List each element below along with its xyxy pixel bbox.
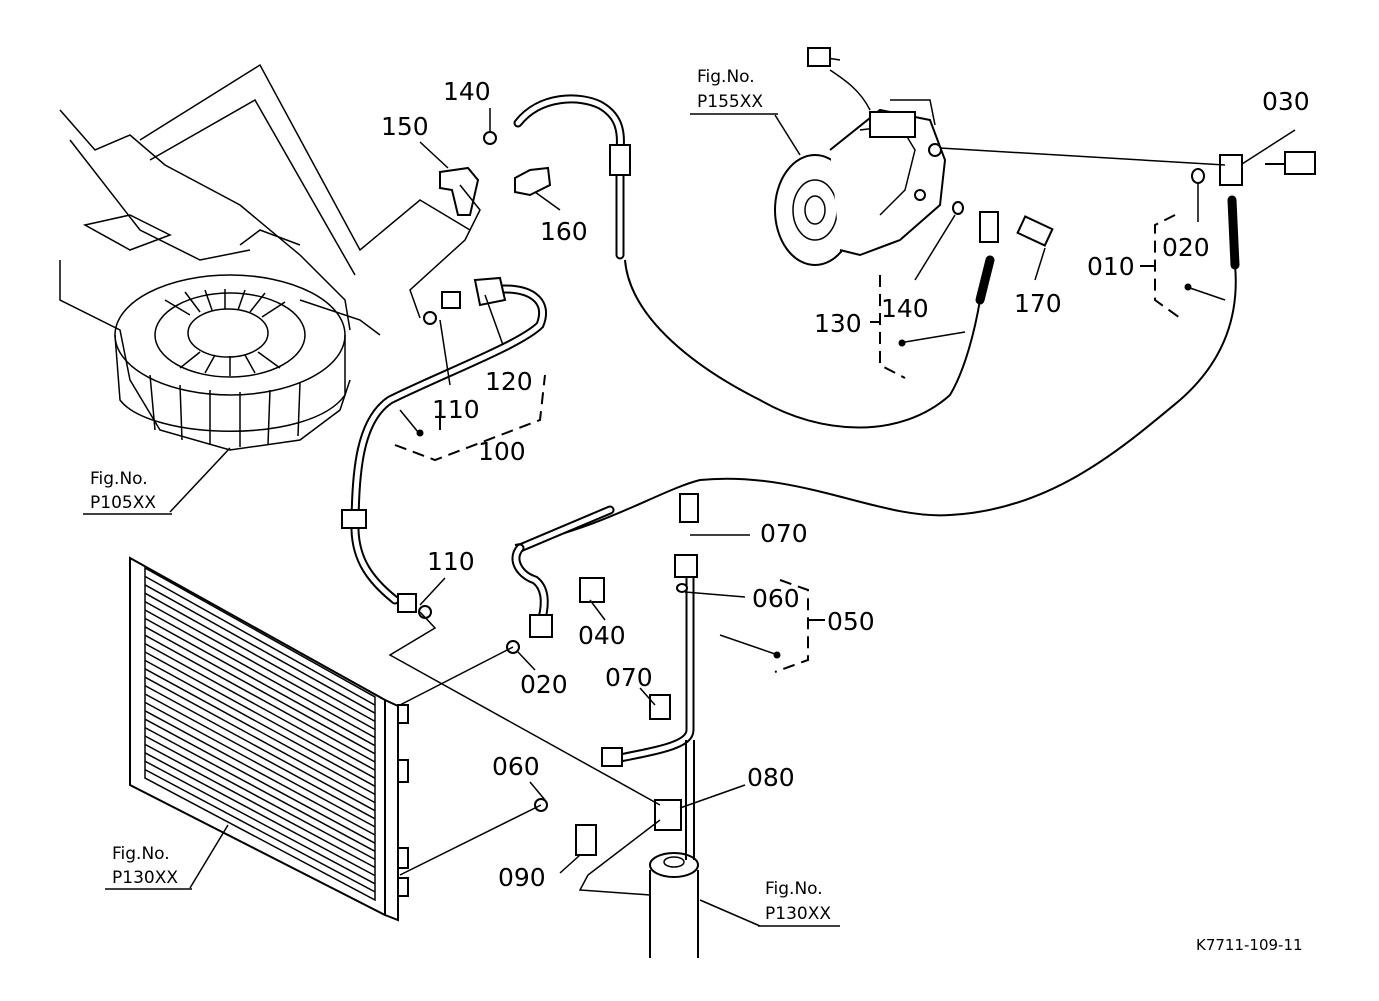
condenser-fin: [144, 617, 376, 747]
condenser-fin: [144, 735, 376, 861]
label-050[interactable]: 050: [827, 607, 875, 636]
label-120[interactable]: 120: [485, 367, 533, 396]
condenser-fin: [144, 626, 376, 755]
o-ring-140-right: [952, 201, 964, 215]
label-060-top[interactable]: 060: [752, 584, 800, 613]
part-160: [514, 166, 552, 197]
o-ring-020-top: [1191, 168, 1205, 184]
condenser-fin: [144, 634, 376, 763]
leader-p105xx: [169, 447, 231, 513]
label-020-top[interactable]: 020: [1162, 233, 1210, 262]
condenser-fin: [144, 768, 376, 893]
condenser-fin: [144, 600, 376, 731]
label-070-mid[interactable]: 070: [605, 663, 653, 692]
condenser: [129, 556, 409, 922]
group-dots: [416, 283, 1192, 659]
part-070-mid: [649, 694, 671, 720]
label-070-top[interactable]: 070: [760, 519, 808, 548]
condenser-fin: [144, 693, 376, 820]
leader-drier-p130xx: [699, 899, 761, 927]
callout-lines: [388, 108, 1296, 896]
figure-ref-p105xx[interactable]: Fig.No. P105XX: [83, 469, 172, 515]
label-060-bottom[interactable]: 060: [492, 752, 540, 781]
svg-text:Fig.No.: Fig.No.: [112, 844, 170, 864]
condenser-fin: [144, 752, 376, 877]
condenser-fin: [144, 575, 376, 706]
svg-text:Fig.No.: Fig.No.: [697, 67, 755, 87]
label-110-bottom[interactable]: 110: [427, 547, 475, 576]
label-040[interactable]: 040: [578, 621, 626, 650]
label-100[interactable]: 100: [478, 437, 526, 466]
pipe-050-liquid-line: [601, 554, 698, 860]
label-010[interactable]: 010: [1087, 252, 1135, 281]
svg-text:Fig.No.: Fig.No.: [90, 469, 148, 489]
condenser-fin: [144, 726, 376, 852]
evaporator-blower-unit: [59, 63, 471, 451]
drawing-code: K7711-109-11: [1196, 936, 1303, 954]
part-070-top: [679, 493, 699, 523]
condenser-fin: [144, 684, 376, 812]
leader-p155xx: [774, 114, 801, 156]
condenser-fin: [144, 701, 376, 828]
label-030[interactable]: 030: [1262, 87, 1310, 116]
part-090: [575, 824, 597, 856]
label-150[interactable]: 150: [381, 112, 429, 141]
label-020-bottom[interactable]: 020: [520, 670, 568, 699]
label-110-top[interactable]: 110: [432, 395, 480, 424]
condenser-fin: [144, 718, 376, 844]
label-130[interactable]: 130: [814, 309, 862, 338]
condenser-fin: [144, 668, 376, 796]
label-160[interactable]: 160: [540, 217, 588, 246]
o-ring-060-top: [676, 583, 688, 593]
group-brackets: [394, 214, 1181, 673]
part-170: [1016, 215, 1054, 247]
condenser-fin: [144, 651, 376, 779]
leader-condenser-p130xx: [189, 824, 229, 889]
svg-text:Fig.No.: Fig.No.: [765, 879, 823, 899]
condenser-fin: [144, 609, 376, 739]
figure-ref-p130xx-condenser[interactable]: Fig.No. P130XX: [105, 844, 192, 890]
hose-compressor-to-evaporator: [513, 94, 999, 429]
o-ring-110-top: [423, 311, 437, 325]
label-140-right[interactable]: 140: [881, 294, 929, 323]
part-120: [441, 291, 461, 309]
bolt-030: [1284, 151, 1316, 175]
o-ring-140: [483, 131, 497, 145]
condenser-fin: [144, 710, 376, 836]
condenser-fin: [144, 659, 376, 787]
receiver-drier: [649, 852, 699, 958]
part-labels: 140 150 160 120 110 100 030 020 010 140 …: [381, 77, 1310, 892]
condenser-fin: [144, 642, 376, 771]
label-090[interactable]: 090: [498, 863, 546, 892]
part-040: [579, 577, 605, 603]
fittings: [418, 131, 1316, 856]
label-170[interactable]: 170: [1014, 289, 1062, 318]
hose-100: [341, 276, 547, 613]
label-140-top[interactable]: 140: [443, 77, 491, 106]
condenser-fin: [144, 743, 376, 869]
svg-text:P105XX: P105XX: [90, 493, 156, 513]
label-080[interactable]: 080: [747, 763, 795, 792]
svg-text:P130XX: P130XX: [765, 904, 831, 924]
condenser-fin: [144, 676, 376, 804]
figure-ref-p155xx[interactable]: Fig.No. P155XX: [690, 67, 778, 115]
pipe-040-condenser-inlet: [511, 543, 553, 638]
hose-010-suction: [514, 154, 1243, 553]
condenser-fin: [144, 584, 376, 714]
part-150: [439, 166, 480, 216]
figure-ref-p130xx-drier[interactable]: Fig.No. P130XX: [758, 879, 840, 927]
svg-text:P130XX: P130XX: [112, 868, 178, 888]
condenser-fin: [144, 592, 376, 723]
svg-text:P155XX: P155XX: [697, 92, 763, 112]
condenser-fin: [144, 760, 376, 885]
compressor: [774, 47, 947, 266]
